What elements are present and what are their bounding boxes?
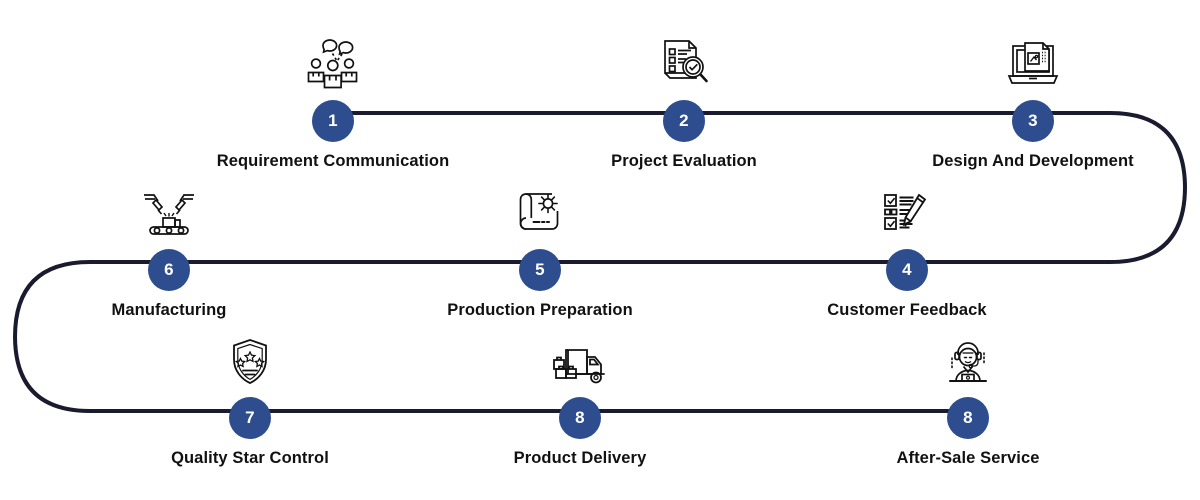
delivery-truck-boxes-icon <box>450 327 710 389</box>
step-7[interactable]: 7 Quality Star Control <box>120 327 380 468</box>
blueprint-gear-icon <box>410 179 670 241</box>
robot-arm-conveyor-icon <box>39 179 299 241</box>
step-label: Product Delivery <box>513 449 647 467</box>
support-agent-headset-icon <box>838 327 1098 389</box>
step-label: Manufacturing <box>111 301 227 319</box>
step-number-badge: 8 <box>947 397 989 439</box>
step-number-badge: 2 <box>663 100 705 142</box>
step-number-badge: 4 <box>886 249 928 291</box>
step-2[interactable]: 2 Project Evaluation <box>554 30 814 171</box>
step-label: Customer Feedback <box>827 301 987 319</box>
step-label: Quality Star Control <box>171 449 329 467</box>
step-9[interactable]: 8 After-Sale Service <box>838 327 1098 468</box>
step-1[interactable]: 1 Requirement Communication <box>203 30 463 171</box>
document-magnifier-check-icon <box>554 30 814 92</box>
step-3[interactable]: 3 Design And Development <box>903 30 1163 171</box>
step-6[interactable]: 6 Manufacturing <box>39 179 299 320</box>
checklist-pencil-icon <box>777 179 1037 241</box>
step-number-badge: 7 <box>229 397 271 439</box>
step-number-badge: 3 <box>1012 100 1054 142</box>
step-label: Requirement Communication <box>216 152 450 170</box>
laptop-design-document-icon <box>903 30 1163 92</box>
people-group-communication-icon <box>203 30 463 92</box>
step-number-badge: 8 <box>559 397 601 439</box>
step-number-badge: 6 <box>148 249 190 291</box>
step-label: Production Preparation <box>447 301 633 319</box>
step-number-badge: 1 <box>312 100 354 142</box>
step-label: After-Sale Service <box>896 449 1040 467</box>
step-number-badge: 5 <box>519 249 561 291</box>
shield-stars-icon <box>120 327 380 389</box>
step-label: Design And Development <box>932 152 1134 170</box>
step-8[interactable]: 8 Product Delivery <box>450 327 710 468</box>
step-5[interactable]: 5 Production Preparation <box>410 179 670 320</box>
step-4[interactable]: 4 Customer Feedback <box>777 179 1037 320</box>
step-label: Project Evaluation <box>611 152 757 170</box>
